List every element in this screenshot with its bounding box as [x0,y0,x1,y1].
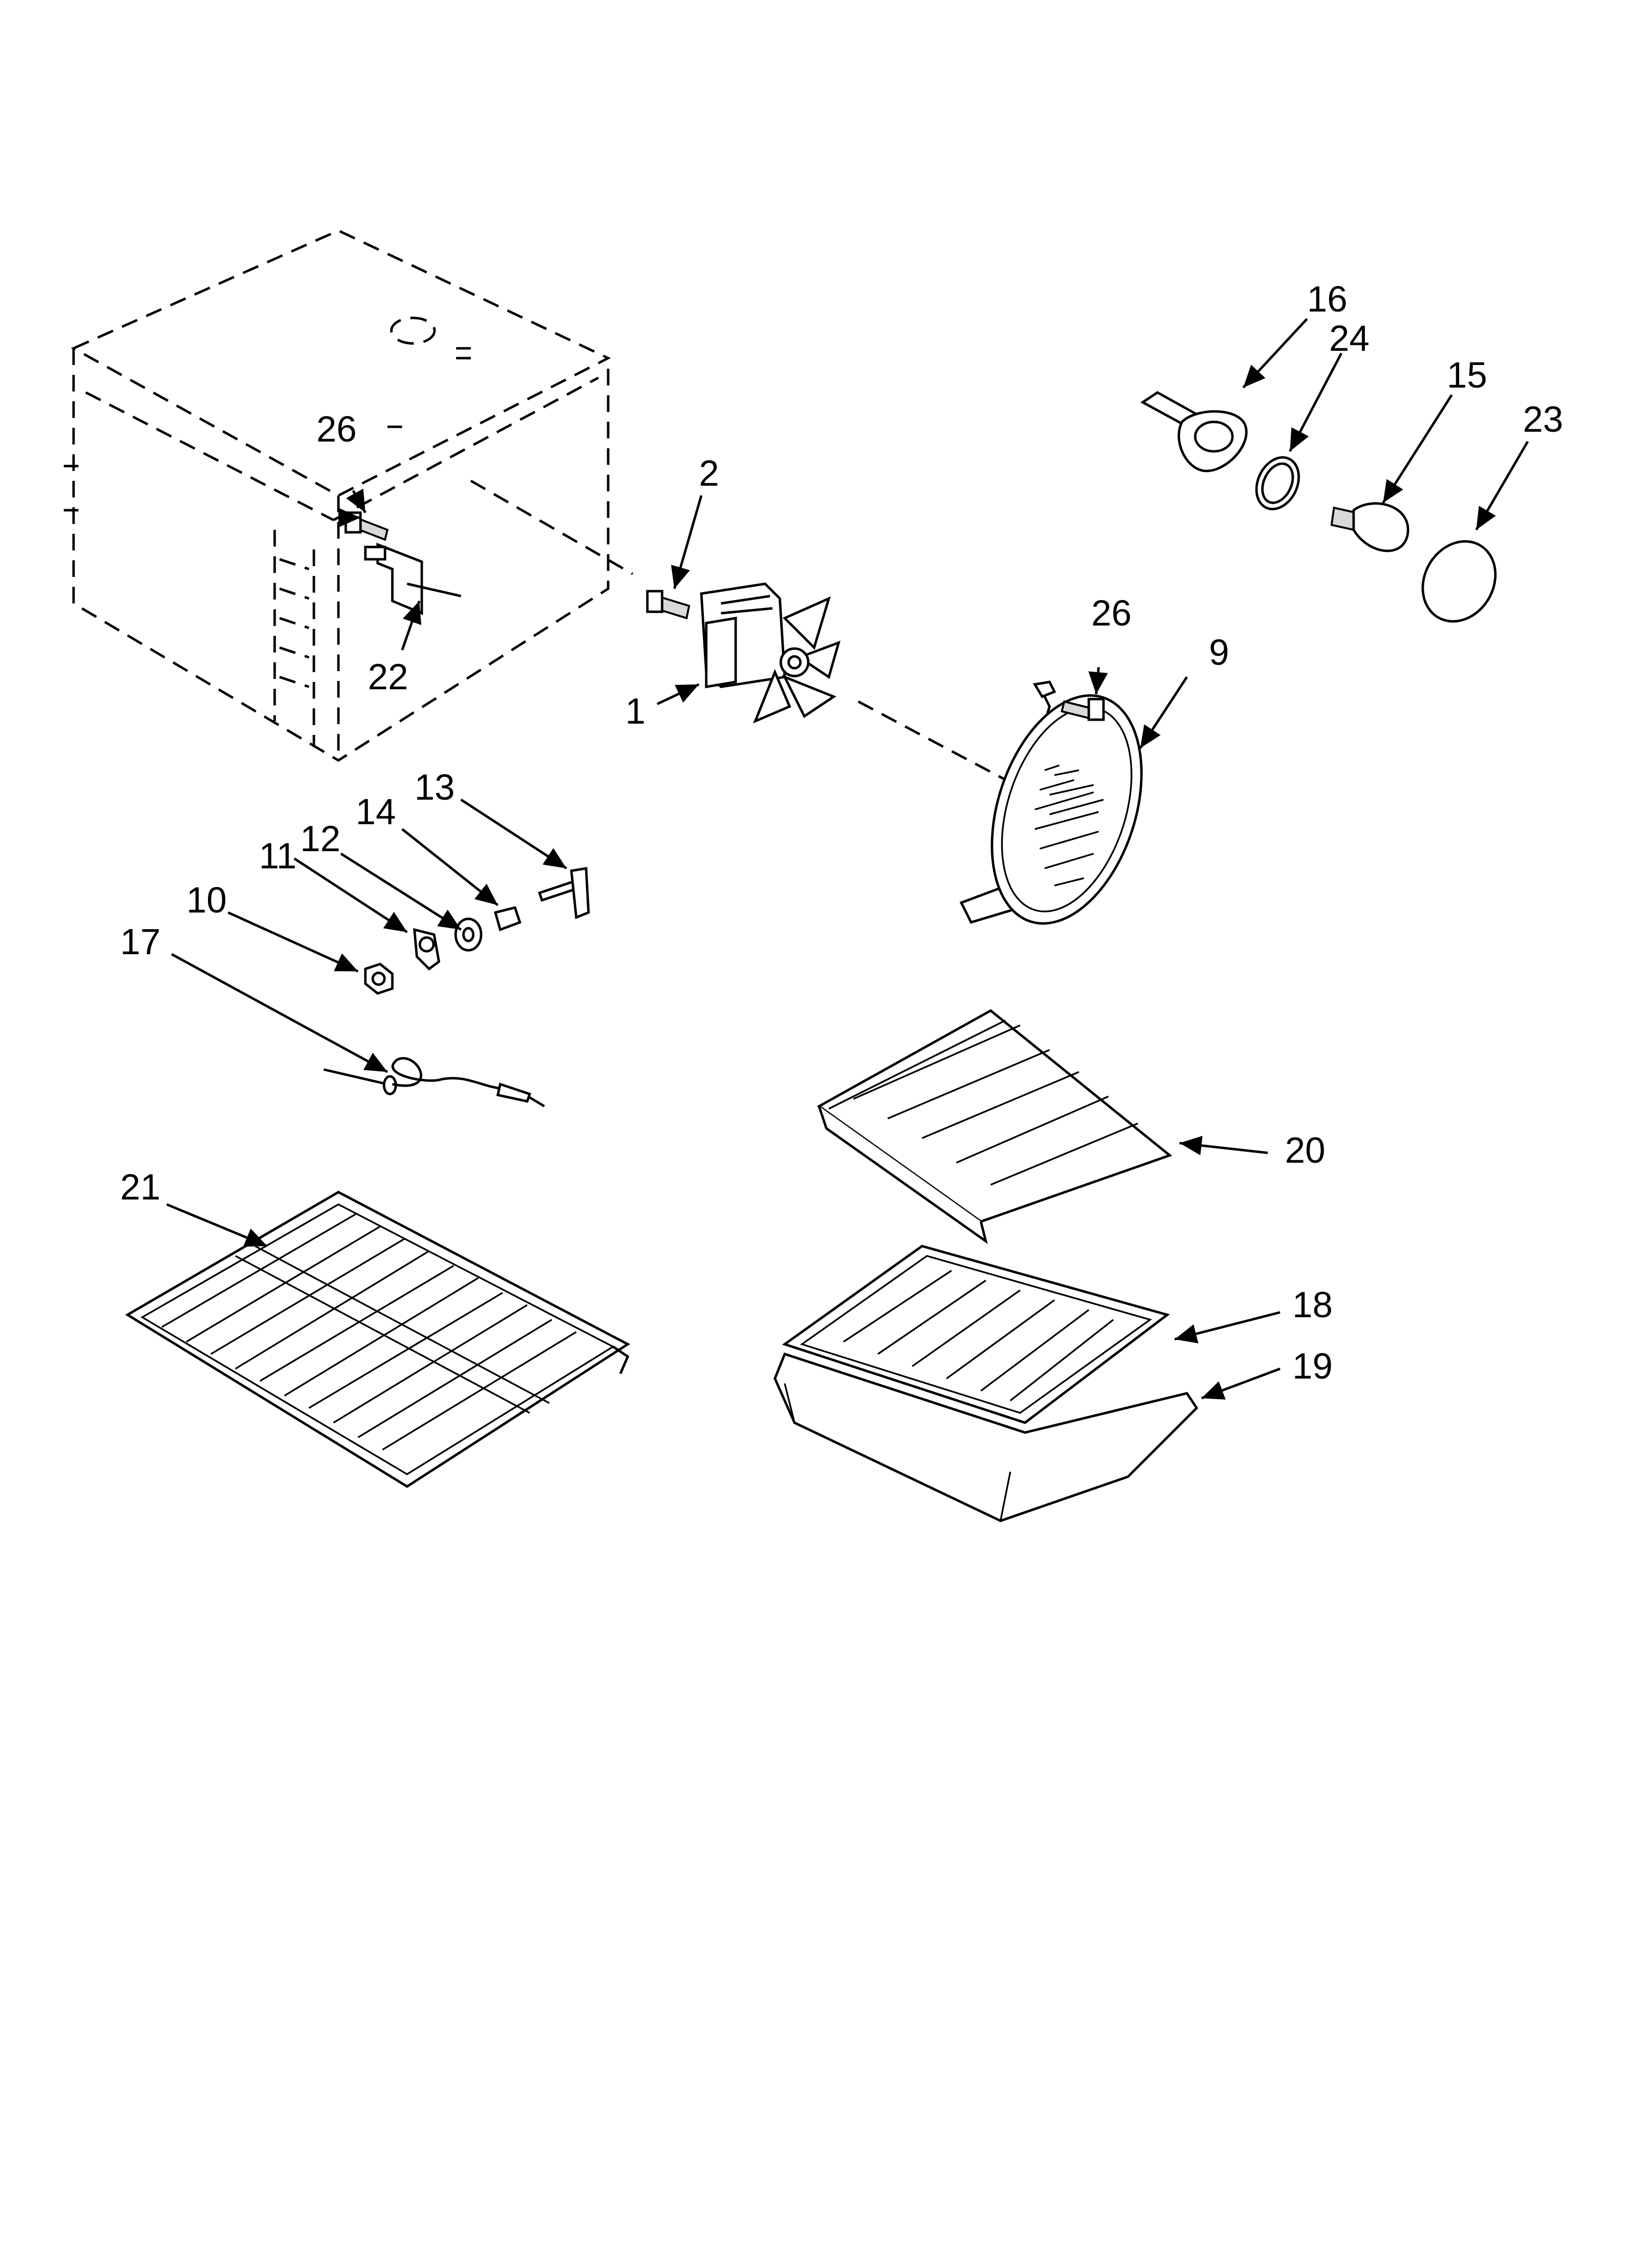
callout-16: 16 [1307,279,1347,319]
meat-probe-part-17 [323,1057,545,1108]
callout-11: 11 [259,835,297,876]
callout-23: 23 [1523,399,1563,440]
callout-9: 9 [1209,632,1229,673]
callout-26-cover: 26 [1091,593,1131,633]
callout-15: 15 [1447,355,1487,395]
terminal-part-13 [538,867,590,919]
fan-cover-vent-pattern [1034,764,1104,886]
fan-cover-part-9 [959,680,1143,925]
grill-insert-part-20 [817,1009,1173,1244]
callout-2: 2 [699,453,719,494]
callout-13: 13 [414,767,455,808]
callout-26-cavity: 26 [316,409,357,449]
callout-17: 17 [120,921,160,962]
callout-12: 12 [300,818,340,859]
fan-motor-part-1 [700,582,841,724]
nut-part-10 [364,963,394,995]
callout-labels: 1 2 9 10 11 12 13 14 15 16 17 18 19 20 2… [120,279,1563,1386]
callout-24: 24 [1329,318,1369,359]
oven-cavity-outline [64,229,611,762]
oven-rack-part-21 [125,1191,630,1488]
callout-1: 1 [625,691,645,731]
callout-20: 20 [1285,1130,1325,1171]
fan-axis-line [470,479,634,575]
fan-cover-axis-line [857,700,1016,786]
callout-22: 22 [368,656,408,697]
callout-21: 21 [120,1167,160,1207]
bracket-part-22 [364,543,462,615]
gasket-part-24 [1255,456,1300,511]
screw-part-26a [344,511,389,541]
light-bulb-part-15 [1330,502,1410,552]
lamp-housing-part-16 [1140,391,1248,472]
lamp-lens-part-23 [1421,540,1497,623]
callout-18: 18 [1292,1284,1333,1325]
broiler-pan-part-19 [773,1352,1199,1522]
callout-10: 10 [186,880,227,920]
washer-part-12 [454,917,483,952]
broiler-pan-grid-part-18 [782,1245,1170,1424]
clip-part-11 [413,928,440,971]
screw-part-2 [646,590,691,620]
screw-part-26b [1060,698,1105,721]
spacer-part-14 [493,906,522,932]
callout-19: 19 [1292,1346,1333,1386]
callout-arrows [166,318,1529,1400]
callout-14: 14 [356,791,396,832]
